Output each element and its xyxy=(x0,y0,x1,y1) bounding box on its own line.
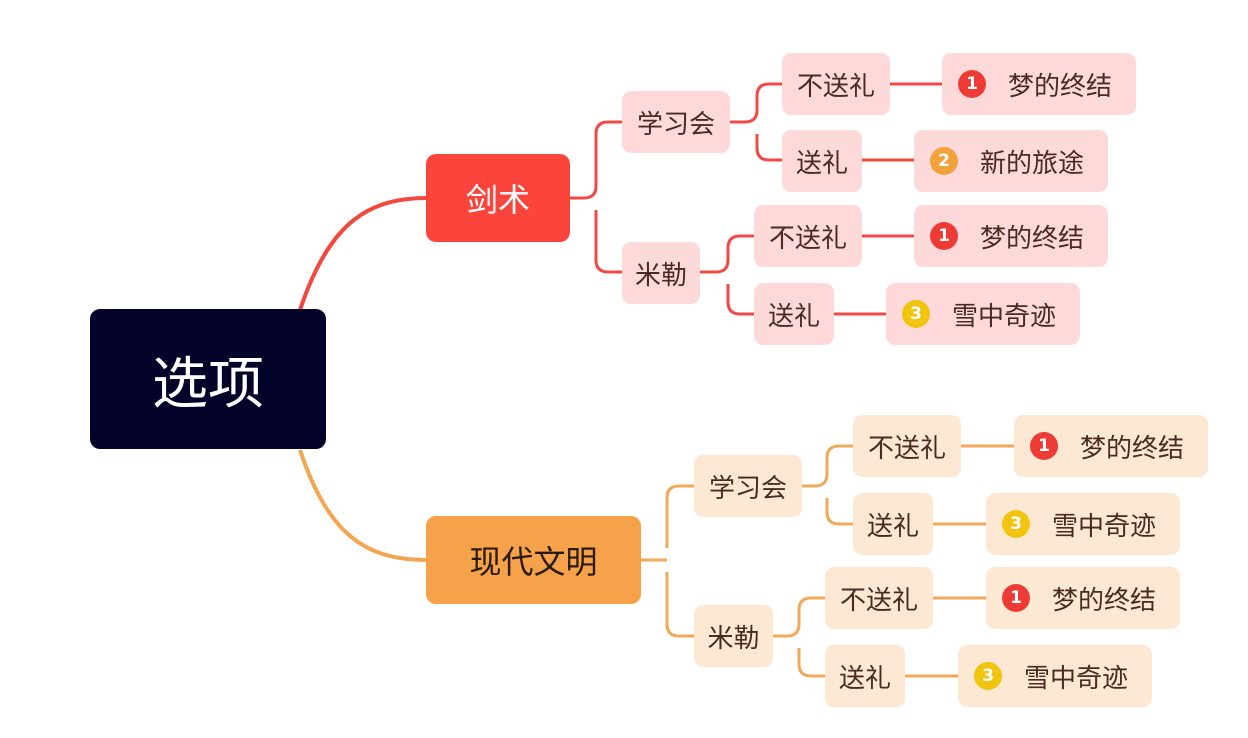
branch-label: 剑术 xyxy=(465,181,530,219)
ending-label: 雪中奇迹 xyxy=(1052,511,1157,542)
root-node[interactable]: 选项 xyxy=(90,309,326,449)
connector-xuexihui1-children xyxy=(730,82,783,162)
gift-node-no-gift[interactable]: 不送礼 xyxy=(853,415,961,477)
choice-label: 学习会 xyxy=(708,473,787,504)
ending-label: 梦的终结 xyxy=(1008,71,1113,102)
connector-xuexihui2-children xyxy=(802,444,854,526)
ending-number-badge: 3 xyxy=(974,662,1002,690)
ending-node[interactable]: 3 雪中奇迹 xyxy=(986,493,1180,555)
gift-node-gift[interactable]: 送礼 xyxy=(782,130,862,192)
connector-jianshu-children xyxy=(570,120,624,274)
connector-root-xiandai xyxy=(298,449,429,562)
ending-label: 梦的终结 xyxy=(980,223,1085,254)
ending-number-badge: 3 xyxy=(1002,510,1030,538)
ending-node[interactable]: 1 梦的终结 xyxy=(942,53,1136,115)
choice-label: 学习会 xyxy=(636,109,715,140)
gift-label: 送礼 xyxy=(795,148,848,179)
branch-node-xiandai-wenming[interactable]: 现代文明 xyxy=(426,516,641,604)
choice-node-xuexihui[interactable]: 学习会 xyxy=(694,455,802,517)
choice-label: 米勒 xyxy=(634,260,687,291)
gift-node-gift[interactable]: 送礼 xyxy=(754,283,834,345)
gift-node-gift[interactable]: 送礼 xyxy=(853,493,933,555)
ending-label: 梦的终结 xyxy=(1080,433,1185,464)
ending-number-badge: 1 xyxy=(1030,432,1058,460)
choice-label: 米勒 xyxy=(707,623,760,654)
connector-mile2-children xyxy=(773,596,826,678)
ending-node[interactable]: 1 梦的终结 xyxy=(914,205,1108,267)
gift-node-no-gift[interactable]: 不送礼 xyxy=(754,205,862,267)
root-label: 选项 xyxy=(152,351,264,417)
ending-node[interactable]: 3 雪中奇迹 xyxy=(886,283,1080,345)
gift-label: 送礼 xyxy=(838,663,891,694)
choice-node-mile[interactable]: 米勒 xyxy=(694,605,773,667)
ending-number-badge: 1 xyxy=(1002,584,1030,612)
choice-node-xuexihui[interactable]: 学习会 xyxy=(622,91,730,153)
ending-label: 新的旅途 xyxy=(980,148,1085,179)
gift-label: 不送礼 xyxy=(768,223,847,254)
ending-node[interactable]: 3 雪中奇迹 xyxy=(958,645,1152,707)
ending-node[interactable]: 1 梦的终结 xyxy=(1014,415,1208,477)
ending-node[interactable]: 2 新的旅途 xyxy=(914,130,1108,192)
gift-node-no-gift[interactable]: 不送礼 xyxy=(825,567,933,629)
gift-label: 不送礼 xyxy=(867,433,946,464)
ending-number-badge: 1 xyxy=(958,70,986,98)
gift-label: 送礼 xyxy=(767,301,820,332)
choice-node-mile[interactable]: 米勒 xyxy=(622,242,700,304)
ending-number-badge: 1 xyxy=(930,222,958,250)
ending-label: 雪中奇迹 xyxy=(1024,663,1129,694)
gift-label: 不送礼 xyxy=(796,71,875,102)
gift-node-no-gift[interactable]: 不送礼 xyxy=(782,53,890,115)
gift-node-gift[interactable]: 送礼 xyxy=(825,645,905,707)
gift-label: 不送礼 xyxy=(839,585,918,616)
connector-xiandai-children xyxy=(641,484,696,638)
connector-root-jianshu xyxy=(298,196,429,311)
ending-node[interactable]: 1 梦的终结 xyxy=(986,567,1180,629)
gift-label: 送礼 xyxy=(866,511,919,542)
ending-label: 雪中奇迹 xyxy=(952,301,1057,332)
connector-mile1-children xyxy=(700,234,755,316)
ending-label: 梦的终结 xyxy=(1052,585,1157,616)
ending-number-badge: 2 xyxy=(930,147,958,175)
branch-label: 现代文明 xyxy=(469,543,598,581)
branch-node-jianshu[interactable]: 剑术 xyxy=(426,154,570,242)
ending-number-badge: 3 xyxy=(902,300,930,328)
